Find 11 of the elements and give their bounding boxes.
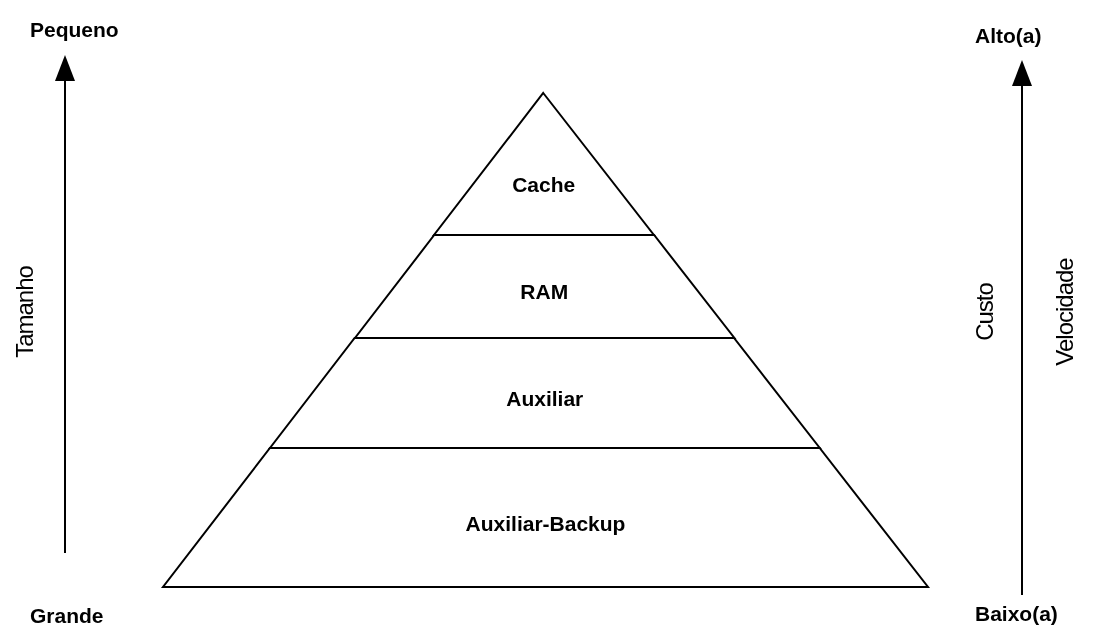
axis-end-label: Alto(a): [975, 23, 1042, 49]
level-label: Auxiliar-Backup: [465, 511, 626, 538]
axis-end-label: Baixo(a): [975, 601, 1058, 627]
axis-title: Velocidade: [1050, 258, 1079, 366]
level-label: RAM: [520, 278, 569, 305]
axis-end-label: Grande: [30, 603, 104, 629]
axis-end-label: Pequeno: [30, 17, 119, 43]
axis-title: Tamanho: [10, 266, 39, 358]
level-label: Auxiliar: [506, 385, 584, 412]
axis-title: Custo: [970, 283, 999, 341]
level-label: Cache: [512, 172, 576, 199]
